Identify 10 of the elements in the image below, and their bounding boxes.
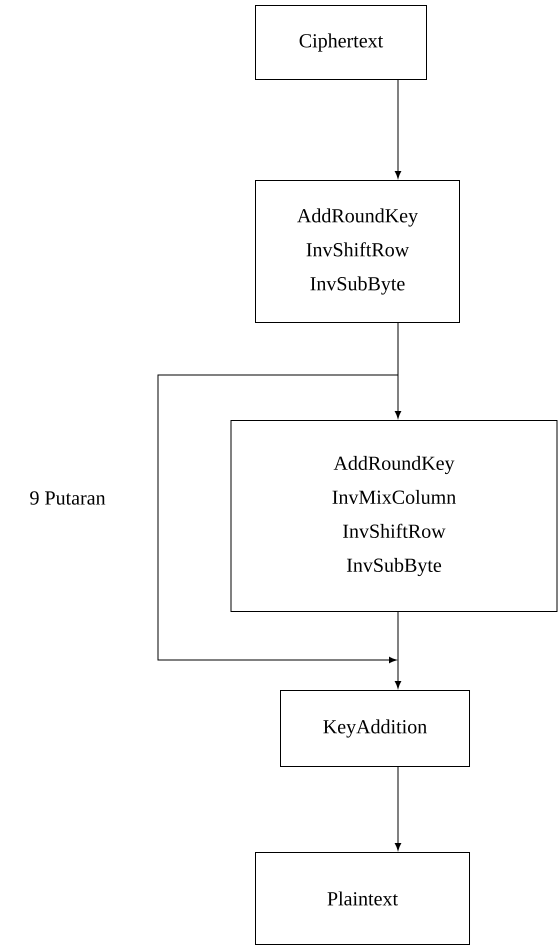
process-box: AddRoundKey InvMixColumn InvShiftRow InvSubByte	[230, 420, 558, 612]
arrow	[394, 80, 402, 179]
loop-arrow	[158, 322, 398, 664]
process-box: KeyAddition	[280, 690, 470, 767]
process-box: Ciphertext	[255, 5, 427, 80]
arrow	[394, 766, 402, 851]
process-box: AddRoundKey InvShiftRow InvSubByte	[255, 180, 460, 323]
arrow	[394, 612, 402, 689]
process-box: Plaintext	[255, 852, 470, 945]
loop-label: 9 Putaran	[30, 491, 106, 505]
